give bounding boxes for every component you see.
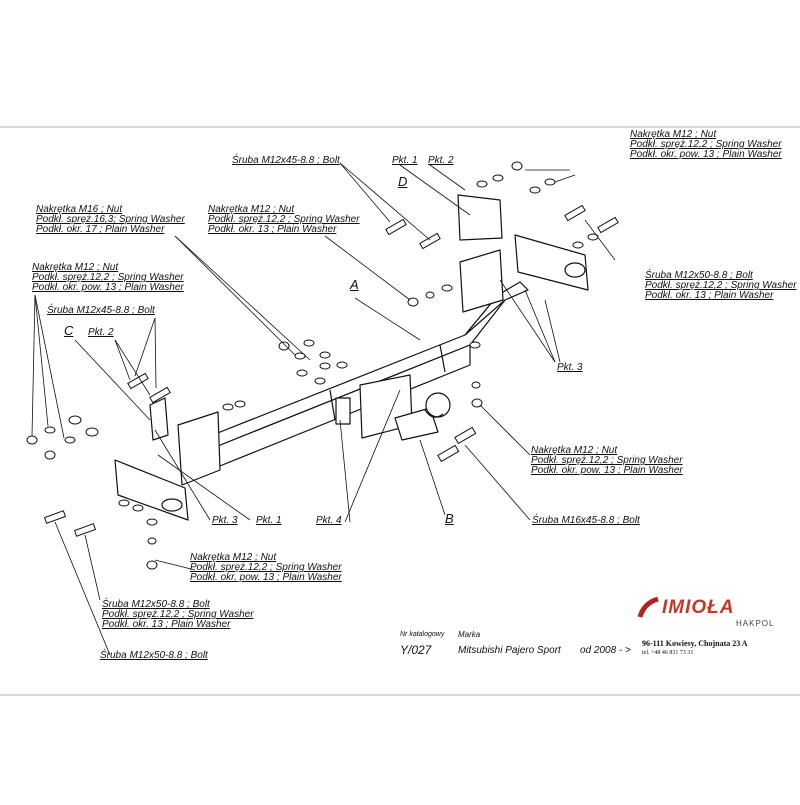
label-bolt-m12x50-bottom: Śruba M12x50-8.8 ; Bolt	[100, 650, 208, 661]
leader-lines	[31, 162, 616, 656]
label-d: D	[398, 174, 408, 189]
fastener-set-bottom	[43, 499, 158, 570]
imiola-logo-mark	[637, 596, 659, 618]
fastener-set-top	[385, 161, 556, 250]
label-pkt2-left: Pkt. 2	[88, 327, 114, 338]
left-bracket	[114, 397, 221, 521]
label-bolt-m12x45-left: Śruba M12x45-8.8 ; Bolt	[47, 305, 155, 316]
vehicle-model: Mitsubishi Pajero Sport	[458, 645, 561, 656]
company-sub: HAKPOL	[736, 619, 775, 628]
catalog-number: Y/027	[400, 643, 432, 657]
fastener-set-right	[564, 204, 619, 249]
company-address: 96-111 Kowiesy, Chojnata 23 A	[642, 639, 748, 648]
label-pkt1-bottom: Pkt. 1	[256, 515, 282, 526]
label-pkt2-top: Pkt. 2	[428, 155, 454, 166]
label-pkt3-bottom: Pkt. 3	[212, 515, 238, 526]
label-pkt3-right: Pkt. 3	[557, 362, 583, 373]
label-pkt1-top: Pkt. 1	[392, 155, 418, 166]
label-bolt-m12x45-top: Śruba M12x45-8.8 ; Bolt	[232, 155, 340, 166]
right-bracket	[457, 194, 589, 313]
center-plate	[335, 374, 451, 441]
label-b: B	[445, 511, 454, 526]
fastener-set-left	[26, 372, 246, 460]
brand-label: Marka	[458, 630, 481, 639]
vehicle-year: od 2008 - >	[580, 645, 631, 656]
label-c: C	[64, 323, 74, 338]
label-pkt4: Pkt. 4	[316, 515, 342, 526]
fastener-set-m16	[278, 339, 348, 385]
crossbar	[204, 281, 529, 471]
label-bolt-m16x45: Śruba M16x45-8.8 ; Bolt	[532, 515, 640, 526]
company-phone: tel. +48 46 831 73 31	[642, 650, 694, 656]
fasteners	[26, 161, 619, 570]
fastener-set-center	[407, 284, 453, 307]
fastener-set-b	[437, 341, 483, 463]
label-a: A	[350, 277, 359, 292]
company-logo-text: IMIOŁA	[662, 597, 735, 618]
catalog-number-label: Nr katalogowy	[400, 631, 445, 638]
